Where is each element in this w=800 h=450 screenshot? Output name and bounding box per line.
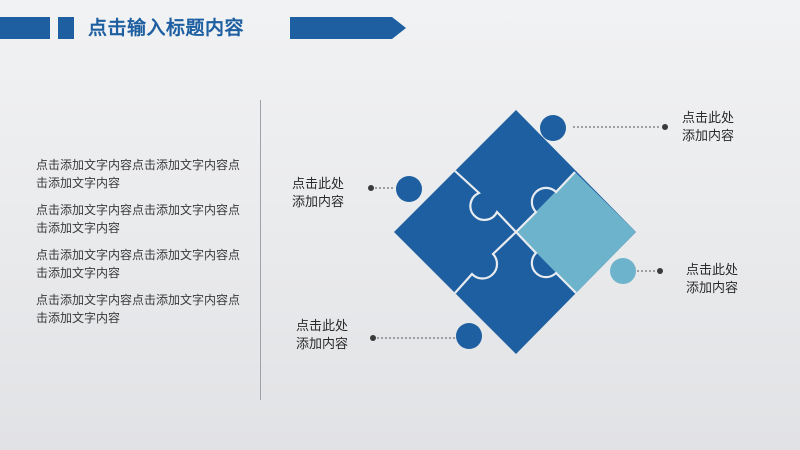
callout-right[interactable]: 点击此处 添加内容 [686, 262, 738, 298]
callout-top-right[interactable]: 点击此处 添加内容 [682, 110, 734, 146]
puzzle-piece-light [516, 172, 636, 293]
body-paragraph-3[interactable]: 点击添加文字内容点击添加文字内容点击添加文字内容 [36, 248, 241, 280]
header-accent-bar [0, 17, 50, 39]
callout-left-line2: 添加内容 [292, 195, 345, 210]
callout-bottom-left-line1: 点击此处 [296, 319, 349, 334]
body-paragraph-1[interactable]: 点击添加文字内容点击添加文字内容点击添加文字内容 [36, 158, 241, 190]
callout-leader-right [637, 268, 663, 274]
puzzle-knob-bottom [456, 323, 482, 349]
callout-bottom-left-line2: 添加内容 [296, 337, 349, 352]
callout-right-line1: 点击此处 [686, 263, 739, 278]
callout-left[interactable]: 点击此处 添加内容 [292, 176, 344, 212]
puzzle-knob-right [610, 258, 636, 284]
callout-bottom-left[interactable]: 点击此处 添加内容 [296, 318, 348, 354]
callout-right-line2: 添加内容 [686, 281, 739, 296]
callout-leader-bottom-left [370, 335, 455, 341]
header-arrow-shape [290, 17, 406, 39]
header-accent-block [58, 17, 74, 39]
callout-left-line1: 点击此处 [292, 177, 345, 192]
vertical-divider [260, 100, 261, 400]
puzzle-knob-top [540, 115, 566, 141]
body-paragraph-2[interactable]: 点击添加文字内容点击添加文字内容点击添加文字内容 [36, 203, 241, 235]
puzzle-seams [454, 170, 577, 294]
body-text-column: 点击添加文字内容点击添加文字内容点击添加文字内容 点击添加文字内容点击添加文字内… [36, 156, 251, 336]
body-paragraph-4[interactable]: 点击添加文字内容点击添加文字内容点击添加文字内容 [36, 293, 241, 325]
callout-leader-left [368, 185, 394, 191]
callout-leader-top-right [573, 124, 668, 130]
puzzle-knob-left [396, 176, 422, 202]
callout-top-right-line1: 点击此处 [682, 111, 735, 126]
callout-top-right-line2: 添加内容 [682, 129, 735, 144]
slide-title[interactable]: 点击输入标题内容 [88, 17, 245, 39]
